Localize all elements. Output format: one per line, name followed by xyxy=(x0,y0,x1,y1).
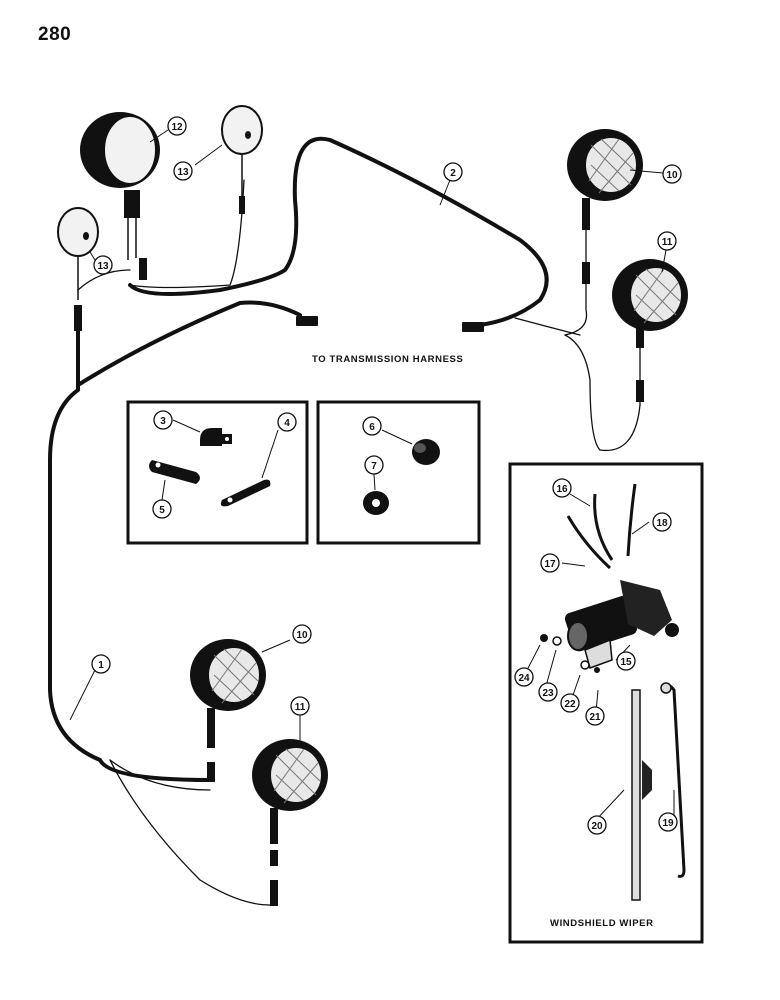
svg-text:19: 19 xyxy=(662,818,674,829)
svg-text:5: 5 xyxy=(159,505,165,516)
washer-23-icon xyxy=(552,636,562,646)
svg-text:7: 7 xyxy=(371,461,377,472)
wiper-blade-20-icon xyxy=(631,689,652,901)
work-lamp-10-lower-icon xyxy=(189,638,267,736)
svg-text:13: 13 xyxy=(177,167,189,178)
wiper-box xyxy=(508,462,704,944)
callout-13-lower: 13 xyxy=(93,255,113,275)
svg-text:23: 23 xyxy=(542,688,554,699)
grommet-6-icon xyxy=(412,439,440,465)
callout-10-upper: 10 xyxy=(662,164,682,184)
callout-21: 21 xyxy=(585,706,605,726)
transmission-harness-caption: TO TRANSMISSION HARNESS xyxy=(312,354,464,365)
nut-21-icon xyxy=(594,667,600,673)
leader-lines xyxy=(69,129,675,821)
callout-4: 4 xyxy=(277,412,297,432)
callout-20: 20 xyxy=(587,815,607,835)
callout-15: 15 xyxy=(616,651,636,671)
clip-box xyxy=(126,400,309,545)
svg-text:11: 11 xyxy=(662,237,673,248)
right-wires xyxy=(564,229,641,452)
callout-5: 5 xyxy=(152,499,172,519)
callout-19: 19 xyxy=(658,812,678,832)
svg-text:24: 24 xyxy=(518,673,530,684)
callout-23: 23 xyxy=(538,682,558,702)
callout-7: 7 xyxy=(364,455,384,475)
callout-11-lower: 11 xyxy=(290,696,310,716)
callout-12: 12 xyxy=(167,116,187,136)
clip-3-icon xyxy=(200,428,222,446)
callouts: 1 2 3 4 5 6 7 10 10 11 11 12 13 13 15 16… xyxy=(91,116,682,835)
clip-4-icon xyxy=(220,479,271,507)
wiper-motor-15-icon xyxy=(564,580,679,669)
callout-11-upper: 11 xyxy=(657,231,677,251)
svg-text:12: 12 xyxy=(171,122,183,133)
wiper-arm-19-icon xyxy=(660,682,686,878)
svg-text:13: 13 xyxy=(97,261,109,272)
callout-18: 18 xyxy=(652,512,672,532)
windshield-wiper-caption: WINDSHIELD WIPER xyxy=(550,918,654,929)
svg-text:18: 18 xyxy=(656,518,668,529)
main-harness xyxy=(48,300,302,906)
callout-10-lower: 10 xyxy=(292,624,312,644)
harness-connectors xyxy=(74,258,644,906)
callout-1: 1 xyxy=(91,654,111,674)
lamp-12-icon xyxy=(80,112,160,260)
nut-24-icon xyxy=(540,634,548,642)
svg-text:2: 2 xyxy=(450,168,456,179)
svg-text:4: 4 xyxy=(284,418,290,429)
callout-6: 6 xyxy=(362,416,382,436)
svg-text:17: 17 xyxy=(544,559,556,570)
callout-13-upper: 13 xyxy=(173,161,193,181)
callout-22: 22 xyxy=(560,693,580,713)
svg-text:20: 20 xyxy=(591,821,603,832)
callout-3: 3 xyxy=(153,410,173,430)
callout-16: 16 xyxy=(552,478,572,498)
page-number: 280 xyxy=(38,24,72,45)
svg-text:22: 22 xyxy=(564,699,576,710)
work-lamp-11-lower-icon xyxy=(251,738,329,844)
svg-text:3: 3 xyxy=(160,416,166,427)
lamp-13-upper-icon xyxy=(221,105,263,214)
svg-text:11: 11 xyxy=(295,702,306,713)
grommet-box xyxy=(316,400,481,545)
svg-text:21: 21 xyxy=(589,712,601,723)
callout-24: 24 xyxy=(514,667,534,687)
lamp-13-lower-icon xyxy=(57,207,99,300)
svg-text:16: 16 xyxy=(556,484,568,495)
work-lamp-10-upper-icon xyxy=(566,128,644,230)
callout-17: 17 xyxy=(540,553,560,573)
svg-text:10: 10 xyxy=(296,630,308,641)
svg-text:10: 10 xyxy=(666,170,678,181)
svg-text:1: 1 xyxy=(98,660,104,671)
svg-text:6: 6 xyxy=(369,422,375,433)
svg-text:15: 15 xyxy=(620,657,632,668)
clip-5-icon xyxy=(149,460,200,484)
upper-harness xyxy=(77,136,581,336)
callout-2: 2 xyxy=(443,162,463,182)
work-lamp-11-upper-icon xyxy=(611,258,689,348)
washer-22-icon xyxy=(580,660,590,670)
